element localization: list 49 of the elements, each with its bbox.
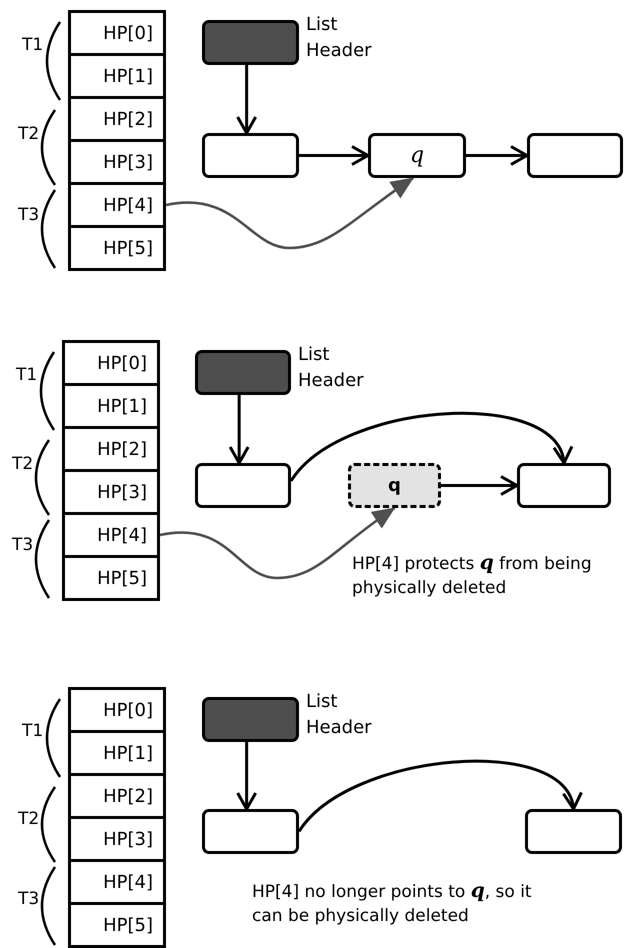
thread-label: T1 xyxy=(22,720,44,743)
list-node-box xyxy=(527,133,623,178)
header-box xyxy=(202,697,299,742)
link-arrow xyxy=(299,145,370,166)
hazard-pointer-cell: HP[0] xyxy=(62,340,160,386)
hazard-pointer-cell: HP[1] xyxy=(62,383,160,429)
header-caption: List Header xyxy=(306,13,373,64)
hazard-pointer-cell: HP[3] xyxy=(68,816,166,862)
hazard-pointer-cell: HP[5] xyxy=(68,225,166,271)
hazard-pointer-cell: HP[2] xyxy=(62,426,160,472)
thread-label: T3 xyxy=(18,888,40,911)
link-arrow xyxy=(236,742,258,810)
hazard-pointer-cell: HP[4] xyxy=(68,182,166,228)
hazard-pointer-cell: HP[2] xyxy=(68,96,166,142)
hazard-pointer-cell: HP[0] xyxy=(68,687,166,733)
thread-label: T3 xyxy=(18,204,40,227)
header-caption: List Header xyxy=(306,690,373,740)
hazard-pointer-cell: HP[5] xyxy=(68,902,166,948)
thread-label: T2 xyxy=(18,123,40,146)
thread-label: T3 xyxy=(12,534,34,557)
hazard-pointer-cell: HP[4] xyxy=(62,512,160,558)
list-node-box xyxy=(202,809,299,854)
hazard-pointer-cell: HP[3] xyxy=(62,469,160,515)
list-node-box: q xyxy=(368,133,466,178)
list-node-box xyxy=(517,463,611,508)
thread-label: T2 xyxy=(18,808,40,831)
pointer-arrow xyxy=(166,176,414,250)
hazard-pointer-cell: HP[1] xyxy=(68,730,166,776)
hazard-pointer-cell: HP[1] xyxy=(68,53,166,99)
thread-label: T1 xyxy=(22,34,44,57)
hazard-pointer-cell: HP[0] xyxy=(68,10,166,56)
note-text: HP[4] no longer points to q, so it can be physically deleted xyxy=(252,877,533,928)
header-box xyxy=(195,350,291,395)
list-node-box xyxy=(195,463,291,508)
link-arrow xyxy=(236,65,258,134)
list-node-box xyxy=(525,809,622,854)
hazard-pointer-cell: HP[5] xyxy=(62,555,160,601)
thread-label: T2 xyxy=(12,453,34,476)
pointer-arrow xyxy=(160,506,396,580)
hazard-pointer-cell: HP[4] xyxy=(68,859,166,905)
list-node-box xyxy=(202,133,299,178)
note-text: HP[4] protects q from being physically deleted xyxy=(352,549,593,600)
header-caption: List Header xyxy=(298,343,365,394)
thread-label: T1 xyxy=(16,364,38,387)
link-arrow xyxy=(466,145,528,166)
hazard-pointer-cell: HP[3] xyxy=(68,139,166,185)
header-box xyxy=(202,20,299,65)
hazard-pointer-cell: HP[2] xyxy=(68,773,166,819)
link-arrow xyxy=(228,395,250,464)
